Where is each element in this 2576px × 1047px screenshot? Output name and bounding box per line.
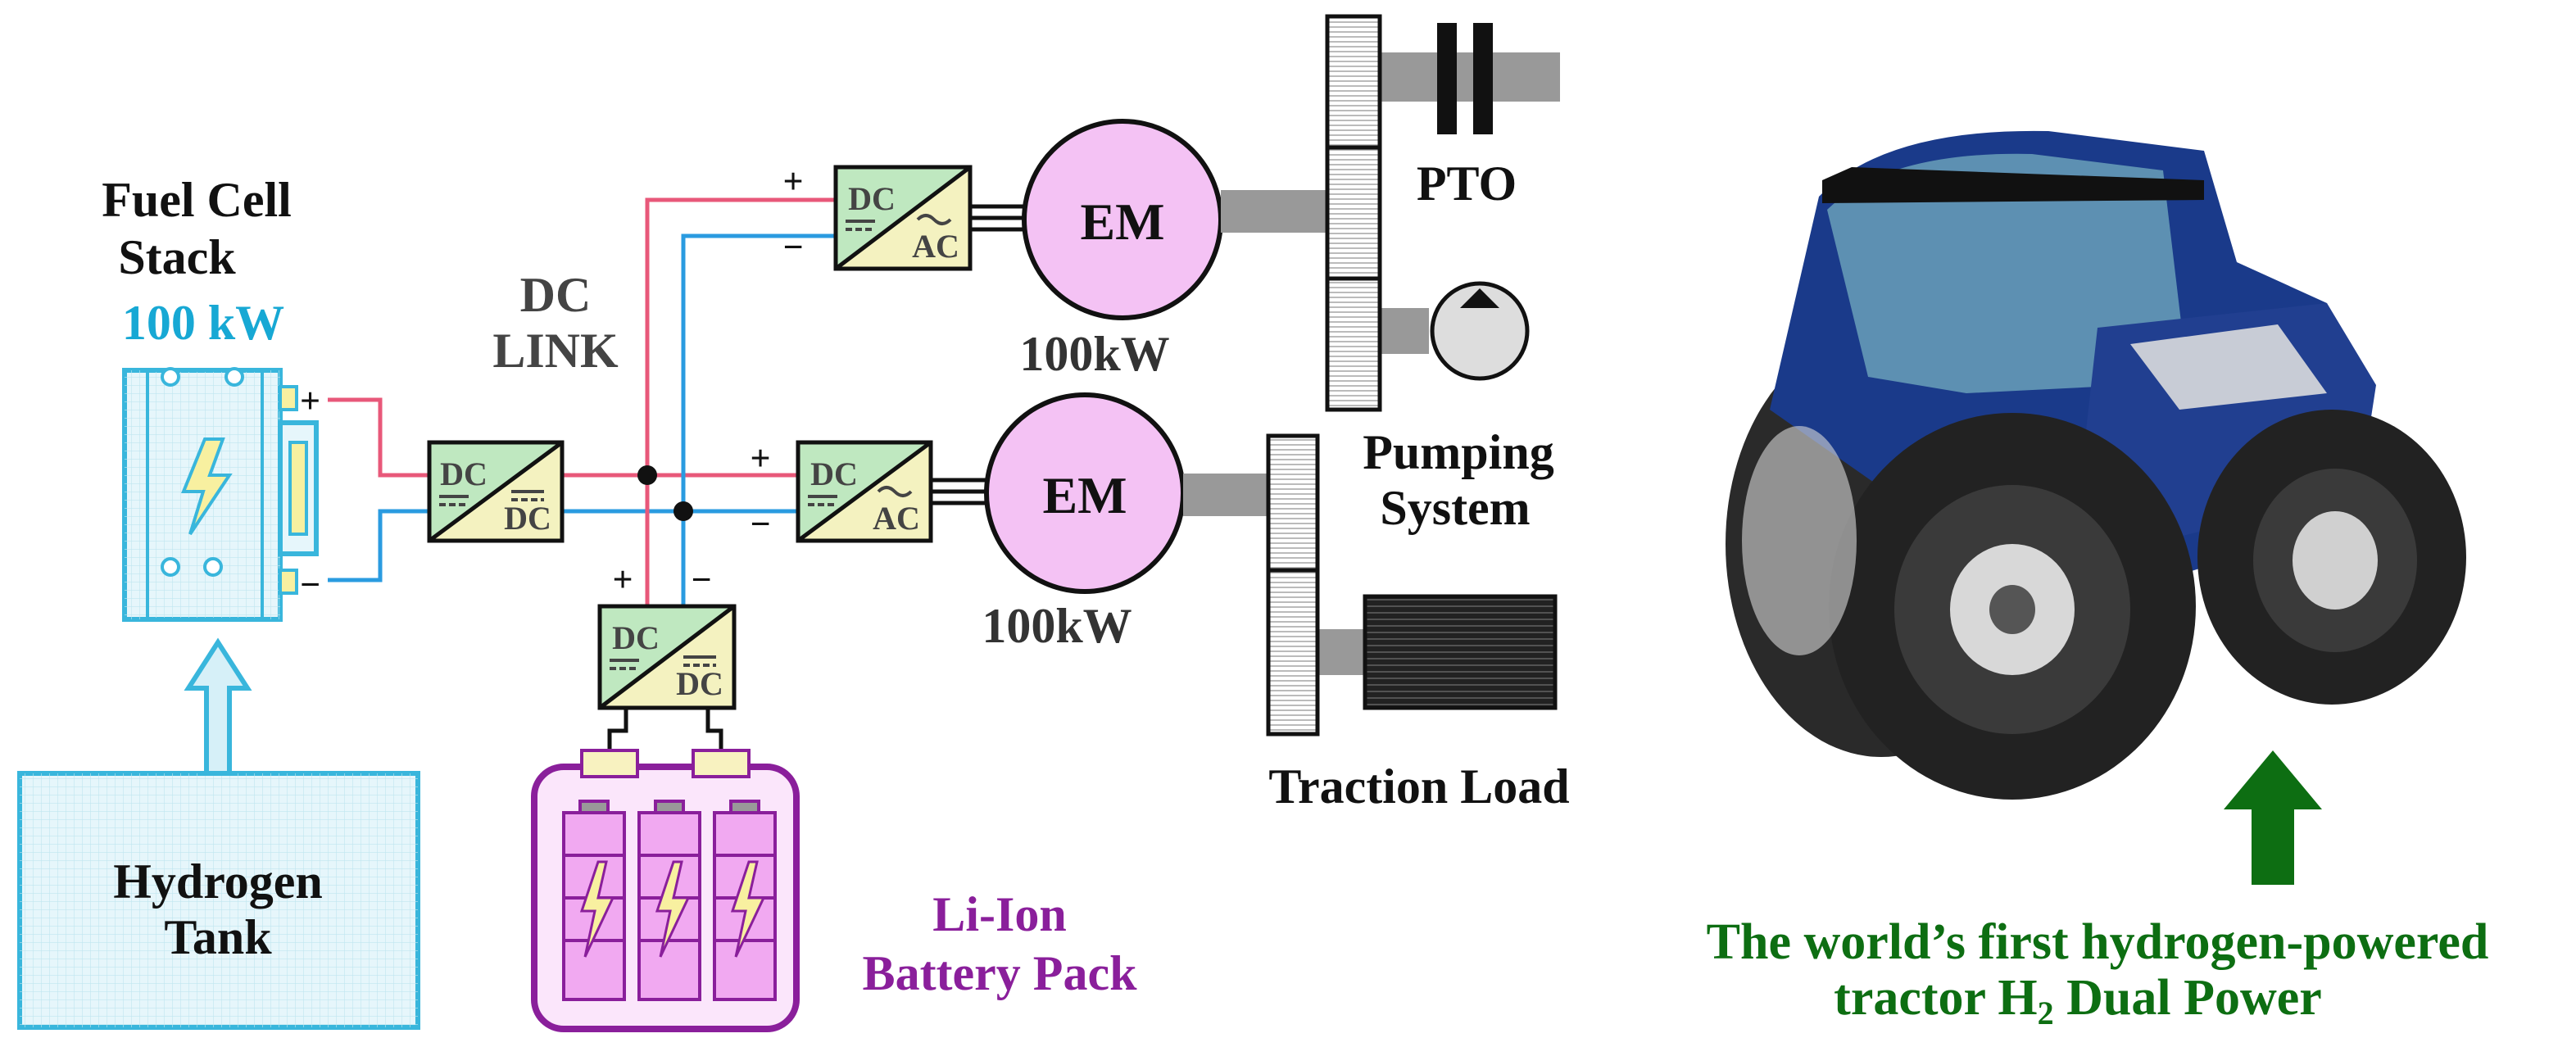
hydrogen-flow-arrow (184, 637, 252, 776)
lightning-icon (579, 860, 615, 958)
motor-middle-label: EM (1042, 466, 1127, 524)
bus-junction-positive (637, 465, 657, 485)
gearbox-top (1325, 14, 1382, 412)
battery-leads (607, 708, 723, 750)
dcac-converter-top: DC AC (833, 165, 973, 271)
converter-dc-label: DC (848, 180, 896, 217)
electric-motor-middle: EM (984, 392, 1186, 594)
battery-label-2: Battery Pack (863, 946, 1138, 1000)
converter-ac-label: AC (912, 228, 959, 265)
fuel-cell-power: 100 kW (122, 296, 284, 350)
bus-junction-negative (673, 501, 693, 521)
dcdc-converter-battery: DC DC (597, 604, 737, 710)
pumping-label-2: System (1380, 481, 1530, 535)
motor-top-power: 100kW (1019, 327, 1169, 381)
pumping-label-1: Pumping (1363, 425, 1553, 479)
battery-cell (637, 800, 701, 1001)
hydrogen-tank: Hydrogen Tank (17, 771, 420, 1030)
shafts (1183, 52, 1560, 675)
lightning-icon (181, 437, 233, 536)
tractor-caption-line2: tractor H2 Dual Power (1834, 970, 2322, 1031)
caption-suffix: Dual Power (2054, 970, 2322, 1026)
electric-motor-top: EM (1022, 119, 1223, 320)
battery-converter-plus: + (612, 560, 633, 600)
fuel-cell-title-1: Fuel Cell (102, 173, 292, 227)
up-arrow-icon (2224, 750, 2322, 885)
traction-load (1363, 594, 1558, 710)
pto-clutch (1437, 23, 1493, 134)
battery-label-1: Li-Ion (932, 887, 1066, 941)
hydrogen-tank-label-2: Tank (164, 910, 272, 964)
lightning-icon (655, 860, 691, 958)
traction-load-label: Traction Load (1268, 759, 1569, 814)
converter-dc-in: DC (612, 619, 660, 656)
dc-link-label-2: LINK (492, 324, 619, 378)
fuel-cell-minus: − (300, 564, 320, 605)
battery-pack (531, 749, 800, 1032)
dc-link-label-1: DC (520, 268, 592, 322)
battery-cell (562, 800, 626, 1001)
converter-dc-in: DC (440, 456, 488, 492)
pump-icon (1430, 281, 1530, 381)
battery-cell (713, 800, 777, 1001)
gearbox-bottom (1266, 433, 1320, 737)
dcac-converter-middle: DC AC (796, 440, 933, 543)
top-converter-minus: − (782, 227, 803, 267)
battery-converter-minus: − (691, 560, 711, 600)
converter-dc-out: DC (504, 500, 551, 537)
pto-label: PTO (1417, 156, 1517, 211)
motor-middle-power: 100kW (982, 599, 1132, 653)
converter-dc-out: DC (676, 665, 723, 702)
middle-converter-minus: − (750, 504, 770, 544)
middle-converter-plus: + (750, 438, 770, 478)
fuel-cell-plus: + (300, 381, 320, 421)
caption-prefix: tractor H (1834, 970, 2037, 1026)
converter-ac-label: AC (873, 500, 920, 537)
three-phase-leads (931, 204, 1026, 505)
tractor-caption-line1: The world’s first hydrogen-powered (1707, 914, 2489, 970)
top-converter-plus: + (782, 161, 803, 202)
converter-dc-label: DC (810, 456, 858, 492)
motor-top-label: EM (1080, 193, 1164, 251)
caption-subscript: 2 (2038, 995, 2054, 1031)
lightning-icon (730, 860, 766, 958)
hydrogen-tank-label-1: Hydrogen (113, 854, 323, 909)
wires (328, 197, 836, 606)
tractor-image (1726, 130, 2466, 800)
fuel-cell-stack (122, 367, 319, 622)
fuel-cell-title-2: Stack (118, 230, 236, 284)
dcdc-converter-fuelcell: DC DC (427, 440, 565, 543)
